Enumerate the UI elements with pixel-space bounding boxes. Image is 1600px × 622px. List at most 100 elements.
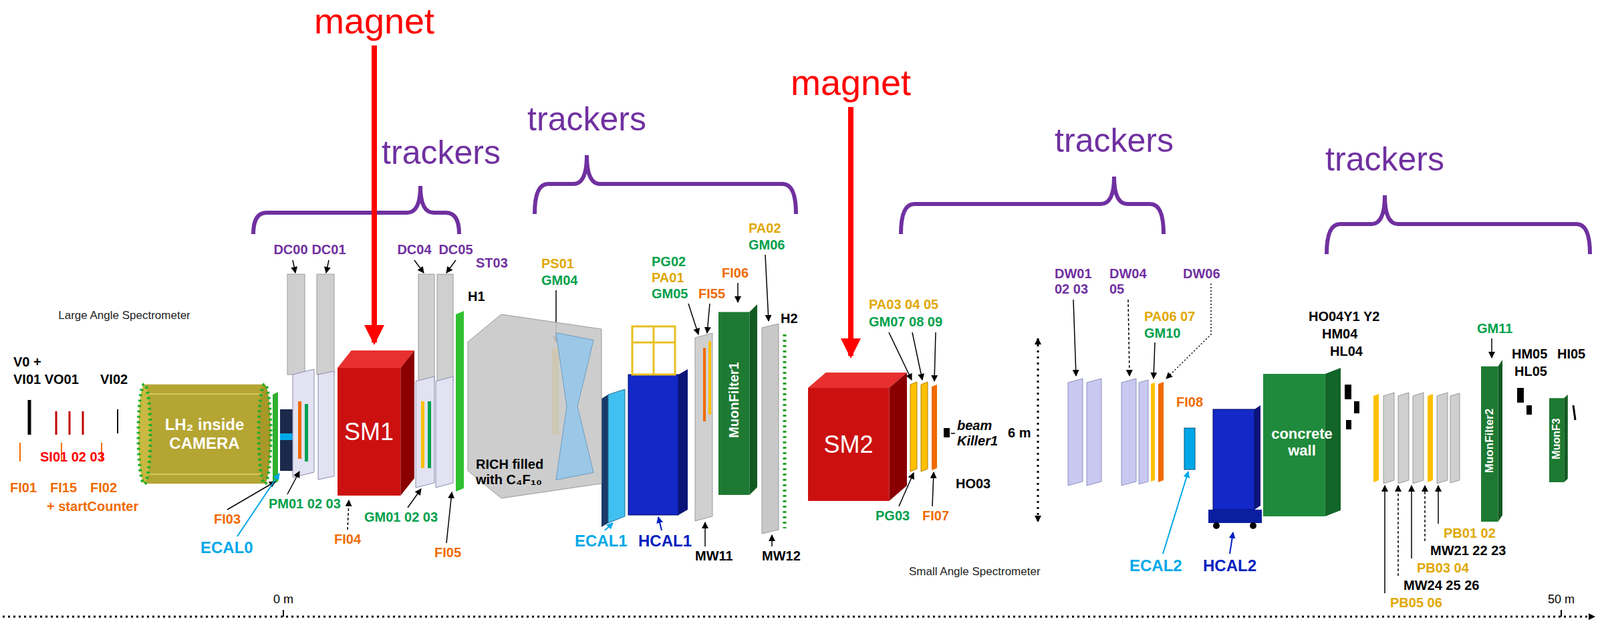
leader-line bbox=[688, 303, 699, 335]
detector-label: HI05 bbox=[1557, 346, 1586, 362]
tracker-brace bbox=[900, 176, 1164, 234]
leader-line bbox=[932, 471, 934, 506]
leader-line bbox=[1491, 338, 1493, 358]
hodoscope-plate bbox=[455, 310, 464, 492]
rich-mirror bbox=[556, 332, 594, 480]
calorimeter-band bbox=[280, 433, 294, 440]
tracking-plane bbox=[1398, 392, 1409, 484]
detector-label: GM11 bbox=[1477, 320, 1513, 337]
detector-label: + startCounter bbox=[46, 498, 139, 514]
detector-label: GM06 bbox=[748, 237, 785, 253]
leader-line bbox=[1162, 471, 1189, 554]
cylinder-band bbox=[144, 473, 265, 475]
node-text: MuonFilter1 bbox=[726, 361, 742, 438]
block-side bbox=[400, 350, 415, 496]
wheel bbox=[1213, 521, 1220, 529]
fibre-plane bbox=[298, 401, 302, 459]
detector-label: HCAL2 bbox=[1203, 556, 1257, 575]
detector-label: GM10 bbox=[1144, 325, 1181, 341]
leader-line bbox=[1410, 485, 1413, 559]
fibre-plane bbox=[931, 384, 938, 470]
detector-label: FI05 bbox=[434, 544, 462, 561]
leader-line bbox=[707, 303, 710, 333]
leader-line bbox=[737, 282, 739, 303]
calorimeter-block bbox=[280, 409, 294, 471]
leader-line bbox=[1153, 342, 1155, 379]
hodoscope-plate bbox=[783, 334, 787, 528]
detector-label: PA03 04 05 bbox=[868, 296, 939, 313]
detector-label: PB05 06 bbox=[1390, 594, 1443, 611]
leader-line bbox=[326, 259, 329, 273]
scaffold bbox=[652, 326, 655, 375]
detector-label: HCAL1 bbox=[638, 531, 692, 551]
pixel-gem-plane bbox=[304, 403, 309, 462]
calorimeter-block bbox=[1184, 427, 1195, 470]
dimension-arrow bbox=[1037, 338, 1040, 522]
gem-plane bbox=[427, 401, 432, 468]
leader-line bbox=[446, 259, 456, 273]
detector-label: PM01 02 03 bbox=[268, 495, 341, 512]
slab-side bbox=[1498, 359, 1503, 522]
detector-label: ECAL1 bbox=[574, 531, 628, 551]
hodoscope-piece bbox=[1344, 384, 1352, 399]
detector-label: DW04 05 bbox=[1109, 265, 1153, 297]
detector-label: beam Killer1 bbox=[957, 417, 1011, 449]
drift-wall-plane bbox=[1086, 378, 1102, 486]
tracker-brace bbox=[534, 155, 796, 214]
leader-line bbox=[287, 471, 300, 494]
gem-plane bbox=[421, 401, 425, 468]
block-front bbox=[337, 367, 401, 496]
silicon-plane bbox=[68, 411, 71, 435]
leader-line bbox=[1397, 485, 1399, 576]
slab-front bbox=[1549, 397, 1564, 482]
detector-label: GM01 02 03 bbox=[364, 509, 438, 525]
fibre-plane bbox=[1158, 381, 1164, 482]
callout-word: trackers bbox=[1054, 121, 1174, 161]
leader-line bbox=[704, 521, 706, 547]
region-title: Small Angle Spectrometer bbox=[908, 564, 1041, 579]
wheel bbox=[1249, 521, 1257, 529]
drift-wall-plane bbox=[1138, 379, 1149, 484]
leader-line bbox=[765, 254, 769, 321]
detector-label: H1 bbox=[467, 288, 486, 305]
magnet-block: SM1 bbox=[337, 350, 415, 496]
muon-filter: MuonF3 bbox=[1549, 394, 1568, 482]
hadron-calorimeter bbox=[1213, 409, 1255, 510]
chamber-support bbox=[316, 274, 335, 375]
detector-label: DC04 bbox=[396, 241, 432, 258]
detector-label: HL04 bbox=[1329, 343, 1363, 359]
muon-filter: MuonFilter1 bbox=[718, 304, 758, 495]
drift-wall-plane bbox=[1068, 378, 1083, 486]
pixel-gem-plane bbox=[708, 340, 712, 415]
leader-line bbox=[912, 332, 923, 380]
scale-label: 50 m bbox=[1547, 592, 1575, 607]
drift-chamber bbox=[435, 376, 454, 488]
chamber-support bbox=[418, 274, 435, 381]
node-text: RICH filled with C₄F₁₀ bbox=[475, 456, 551, 488]
detector-label: HM05 bbox=[1511, 346, 1548, 362]
detector-label: FI04 bbox=[334, 531, 361, 547]
cylinder-end bbox=[138, 384, 151, 484]
tracking-plane bbox=[1412, 392, 1424, 484]
node-text: MuonF3 bbox=[1550, 417, 1563, 459]
detector-label: FI03 bbox=[213, 511, 241, 527]
block-side bbox=[888, 372, 907, 501]
hodoscope-piece bbox=[1573, 405, 1576, 420]
slab-front bbox=[1481, 366, 1499, 522]
fibre-plane bbox=[703, 347, 706, 422]
leader-line bbox=[347, 499, 349, 530]
detector-label: SI01 02 03 bbox=[40, 449, 105, 465]
detector-label: FI07 bbox=[922, 507, 950, 524]
detector-label: PA06 07 bbox=[1144, 308, 1195, 325]
detector-label: V0 + bbox=[13, 354, 42, 370]
silicon-plane bbox=[82, 411, 85, 435]
axis-tick bbox=[1560, 609, 1562, 617]
leader-line bbox=[407, 488, 422, 508]
detector-label: DW01 02 03 bbox=[1054, 265, 1098, 297]
length-axis bbox=[2, 615, 1595, 618]
detector-label: FI08 bbox=[1176, 394, 1204, 410]
hodoscope-piece bbox=[1346, 419, 1352, 430]
detector-label: DC01 bbox=[311, 241, 346, 258]
cylinder-body bbox=[144, 384, 265, 484]
